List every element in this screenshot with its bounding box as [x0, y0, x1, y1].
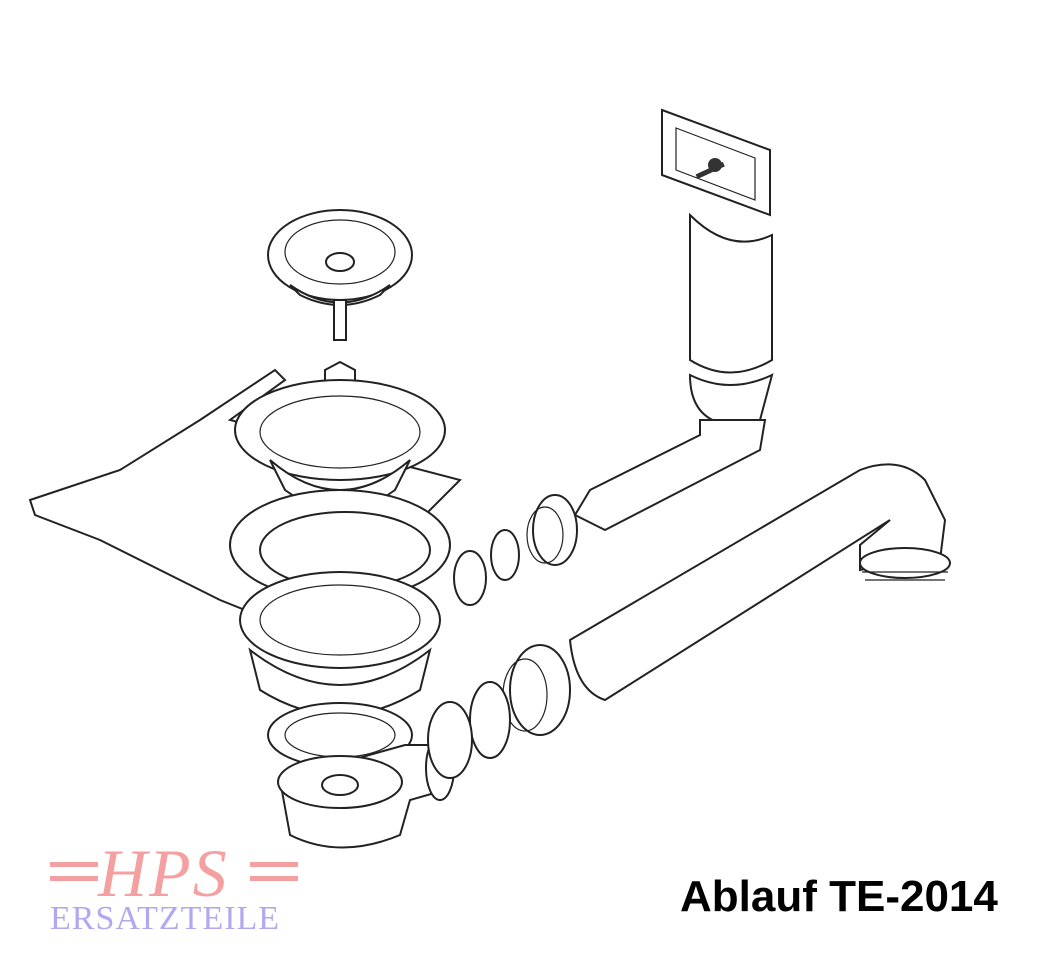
union-nuts — [502, 494, 578, 736]
gasket — [229, 489, 451, 601]
seal-rings — [427, 529, 520, 779]
strainer-basket — [267, 209, 413, 341]
logo-bar — [250, 862, 298, 867]
logo-bar — [50, 862, 98, 867]
logo-bar — [50, 876, 98, 881]
overflow-elbow — [573, 373, 774, 532]
diagram-title: Ablauf TE-2014 — [680, 872, 998, 921]
logo-sub-text: ERSATZTEILE — [50, 900, 281, 937]
outlet-bend — [859, 547, 951, 581]
drain-body — [239, 571, 441, 716]
logo-main-text: HPS — [98, 835, 229, 911]
overflow-hose — [689, 212, 773, 374]
hps-logo: HPS ERSATZTEILE — [50, 835, 310, 942]
overflow-plate — [661, 108, 771, 217]
logo-bar — [250, 876, 298, 881]
